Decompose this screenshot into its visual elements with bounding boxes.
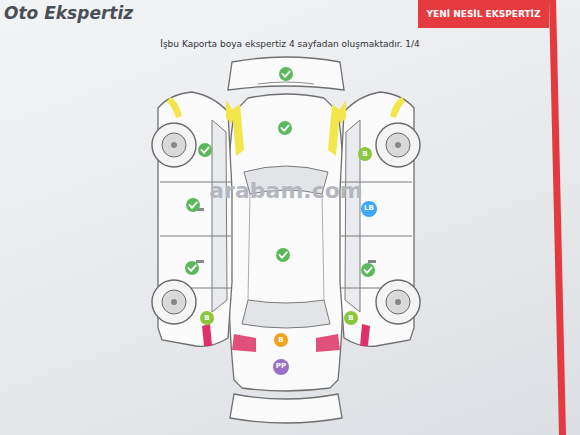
page-note: İşbu Kaporta boya ekspertiz 4 sayfadan o… <box>160 39 419 49</box>
badge-code: B <box>278 337 283 344</box>
badge-code: LB <box>364 205 374 212</box>
badge-code: B <box>348 315 353 322</box>
paint-badge: B <box>344 311 358 325</box>
band-title: YENİ NESİL EKSPERTİZ <box>427 10 541 19</box>
watermark: arabam.com <box>209 178 363 203</box>
paint-badge: LB <box>361 201 377 217</box>
badge-code: B <box>362 151 367 158</box>
badge-code: PP <box>276 363 286 370</box>
badge-code: B <box>204 315 209 322</box>
paint-badge: B <box>200 311 214 325</box>
paint-badge: B <box>274 333 288 347</box>
header-band: YENİ NESİL EKSPERTİZ <box>418 0 549 28</box>
brand-heading: Oto Ekspertiz <box>4 3 133 23</box>
paint-badge: B <box>358 147 372 161</box>
